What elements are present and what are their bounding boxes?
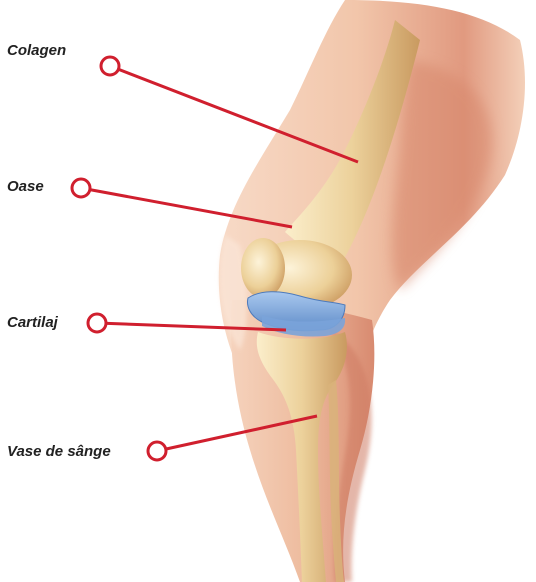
pointer-circle-oase bbox=[72, 179, 90, 197]
label-cartilaj: Cartilaj bbox=[7, 314, 58, 331]
pointer-circle-cartilaj bbox=[88, 314, 106, 332]
patella-bone bbox=[241, 238, 285, 298]
pointer-circle-vase bbox=[148, 442, 166, 460]
pointer-circle-colagen bbox=[101, 57, 119, 75]
label-colagen: Colagen bbox=[7, 42, 66, 59]
label-oase: Oase bbox=[7, 178, 44, 195]
label-vase-de-sange: Vase de sânge bbox=[7, 443, 111, 460]
